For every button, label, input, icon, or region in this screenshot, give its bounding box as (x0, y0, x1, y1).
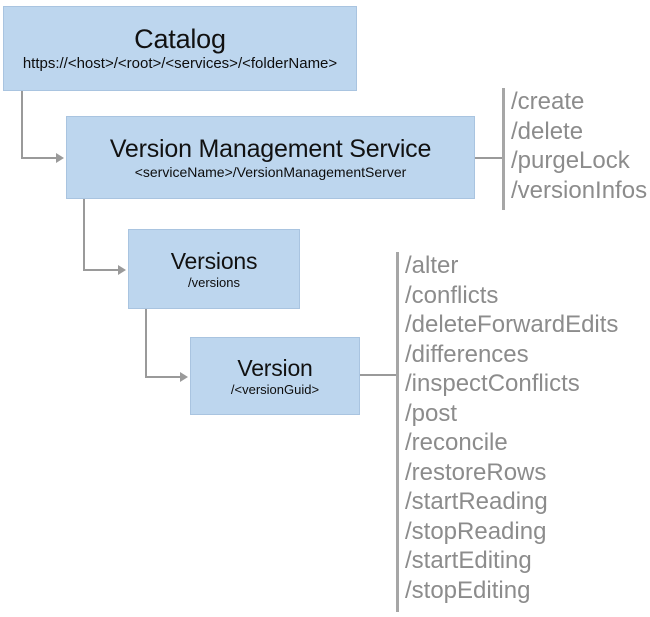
connector-catalog-to-vms-vertical (21, 91, 23, 158)
operation-item[interactable]: /conflicts (405, 281, 499, 309)
node-versions[interactable]: Versions /versions (128, 229, 300, 309)
connector-vms-to-versions-vertical (83, 199, 85, 270)
operation-item[interactable]: /reconcile (405, 429, 508, 456)
connector-versions-to-version-horizontal (145, 376, 182, 378)
node-version-management-service-title: Version Management Service (109, 134, 432, 163)
operation-item[interactable]: /stopEditing (405, 576, 531, 604)
node-version-management-service-path: <serviceName>/VersionManagementServer (134, 163, 407, 180)
node-version-management-service[interactable]: Version Management Service <serviceName>… (66, 116, 475, 199)
operation-item[interactable]: /alter (405, 252, 459, 279)
operation-item[interactable]: /purgeLock (511, 147, 630, 174)
operation-item[interactable]: /restoreRows (405, 458, 547, 486)
operation-list-version-management-service: /create/delete/purgeLock/versionInfos (511, 87, 647, 205)
arrowhead-catalog-to-vms (56, 153, 64, 163)
connector-vms-to-versions-horizontal (83, 269, 120, 271)
node-versions-path: /versions (187, 274, 241, 290)
operation-item[interactable]: /post (405, 399, 458, 427)
operation-item[interactable]: /delete (511, 117, 584, 145)
node-versions-title: Versions (170, 247, 258, 274)
bracket-version-operations (396, 252, 399, 612)
operation-item[interactable]: /startReading (405, 488, 548, 515)
node-catalog-title: Catalog (134, 24, 226, 55)
connector-catalog-to-vms-horizontal (21, 157, 58, 159)
connector-version-to-operations (360, 374, 398, 376)
operation-item[interactable]: /versionInfos (511, 176, 648, 204)
node-version[interactable]: Version /<versionGuid> (190, 337, 360, 415)
connector-vms-to-operations (475, 157, 504, 159)
arrowhead-versions-to-version (180, 372, 188, 382)
operation-item[interactable]: /inspectConflicts (405, 370, 580, 397)
operation-item[interactable]: /stopReading (405, 517, 547, 545)
node-version-path: /<versionGuid> (230, 381, 320, 397)
node-version-title: Version (237, 354, 313, 381)
operation-item[interactable]: /startEditing (405, 547, 532, 574)
arrowhead-vms-to-versions (118, 265, 126, 275)
operation-item[interactable]: /deleteForwardEdits (405, 311, 619, 338)
node-catalog-path: https://<host>/<root>/<services>/<folder… (22, 54, 338, 72)
bracket-vms-operations (502, 88, 505, 210)
connector-versions-to-version-vertical (145, 309, 147, 377)
operation-list-version: /alter/conflicts/deleteForwardEdits/diff… (405, 251, 618, 605)
node-catalog[interactable]: Catalog https://<host>/<root>/<services>… (3, 6, 357, 91)
operation-item[interactable]: /differences (405, 340, 529, 368)
operation-item[interactable]: /create (511, 88, 585, 115)
